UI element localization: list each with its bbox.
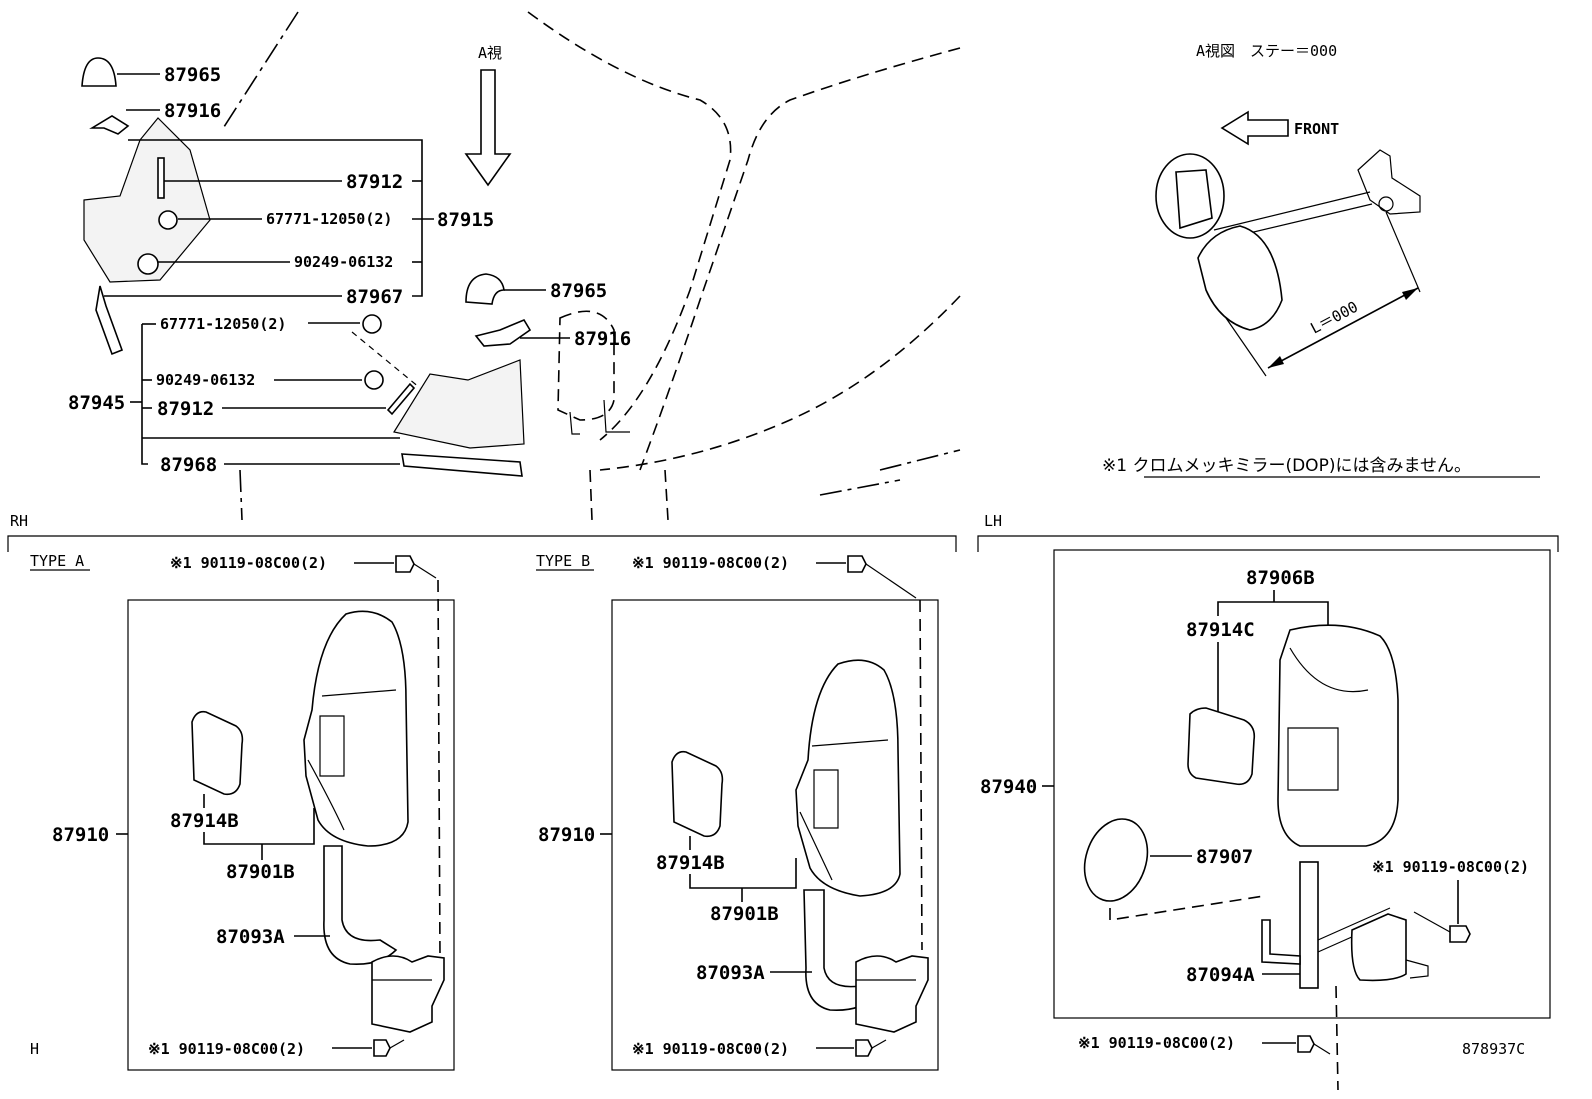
type-b-87910-label: 87910 — [538, 824, 595, 846]
type-a-box — [127, 599, 455, 1071]
top-left-group: 87965 87916 87912 67771-12050(2) 90249-0… — [68, 57, 494, 476]
cap-87965-a — [81, 57, 117, 87]
inset-view: A視図 ステー＝000 FRONT L＝000 ※1 クロムメッキミラー(DOP… — [1102, 42, 1540, 478]
front-arrow-icon — [1220, 110, 1289, 146]
type-a-87901-label: 87901B — [226, 861, 295, 883]
label-87912-a: 87912 — [346, 171, 403, 193]
type-b-87901-label: 87901B — [710, 903, 779, 925]
label-87916-a: 87916 — [164, 100, 221, 122]
clip-87916-a — [89, 115, 130, 135]
diagram-id: 878937C — [1462, 1040, 1525, 1058]
lh-group: 87940 87906B 87914C 87907 87094A ※1 9011… — [980, 549, 1551, 1091]
mid-cover-group: 87965 87916 — [393, 273, 631, 477]
lh-87940-label: 87940 — [980, 776, 1037, 798]
label-87967: 87967 — [346, 286, 403, 308]
rh-label: RH — [10, 512, 28, 530]
label-87915: 87915 — [437, 209, 494, 231]
label-87965-a: 87965 — [164, 64, 221, 86]
chrome-note: ※1 クロムメッキミラー(DOP)には含みません。 — [1102, 456, 1471, 476]
label-87965-b: 87965 — [550, 280, 607, 302]
inset-title: A視図 ステー＝000 — [1196, 42, 1337, 60]
type-b-87914-label: 87914B — [656, 852, 725, 874]
a-view-arrow: A視 — [464, 44, 512, 187]
a-view-label: A視 — [478, 44, 502, 62]
h-label: H — [30, 1040, 39, 1058]
label-87968: 87968 — [160, 454, 217, 476]
label-87916-b: 87916 — [574, 328, 631, 350]
type-b-box — [611, 599, 939, 1071]
strip-87968 — [401, 453, 523, 477]
lh-box — [1053, 549, 1551, 1019]
type-b-bolt-bottom-label: ※1 90119-08C00(2) — [632, 1040, 789, 1058]
lh-87907-label: 87907 — [1196, 846, 1253, 868]
type-b-label: TYPE B — [536, 552, 590, 570]
lh-87906-label: 87906B — [1246, 567, 1315, 589]
lh-bolt-bottom-label: ※1 90119-08C00(2) — [1078, 1034, 1235, 1052]
type-a-label: TYPE A — [30, 552, 84, 570]
front-label: FRONT — [1294, 120, 1339, 138]
lh-bolt-right-label: ※1 90119-08C00(2) — [1372, 858, 1529, 876]
type-a-bolt-top-label: ※1 90119-08C00(2) — [170, 554, 327, 572]
label-87945: 87945 — [68, 392, 125, 414]
lh-label: LH — [984, 512, 1002, 530]
label-87912-b: 87912 — [157, 398, 214, 420]
label-90249-b: 90249-06132 — [156, 371, 255, 389]
type-a-87914-label: 87914B — [170, 810, 239, 832]
clip-87916-b — [474, 318, 532, 347]
cap-87965-b — [465, 273, 505, 305]
lh-87094-label: 87094A — [1186, 964, 1255, 986]
dimension-label: L＝000 — [1307, 298, 1361, 338]
type-a-group: ※1 90119-08C00(2) 87910 87914B 87901B 87… — [52, 554, 455, 1071]
section-headers: RH LH TYPE A TYPE B H 878937C — [7, 512, 1559, 1058]
type-b-bolt-top-label: ※1 90119-08C00(2) — [632, 554, 789, 572]
bolt-icon — [395, 555, 415, 573]
type-a-87910-label: 87910 — [52, 824, 109, 846]
type-a-87093-label: 87093A — [216, 926, 285, 948]
lh-87914-label: 87914C — [1186, 619, 1255, 641]
vehicle-outline — [221, 11, 961, 521]
cover-upper — [83, 117, 211, 283]
cover-lower-strip — [95, 285, 124, 356]
type-b-87093-label: 87093A — [696, 962, 765, 984]
type-a-bolt-bottom-label: ※1 90119-08C00(2) — [148, 1040, 305, 1058]
label-67771-a: 67771-12050(2) — [266, 210, 392, 228]
label-67771-b: 67771-12050(2) — [160, 315, 286, 333]
type-b-group: ※1 90119-08C00(2) 87910 87914B 87901B 87… — [538, 554, 939, 1071]
cover-87945 — [393, 359, 525, 449]
label-90249-a: 90249-06132 — [294, 253, 393, 271]
